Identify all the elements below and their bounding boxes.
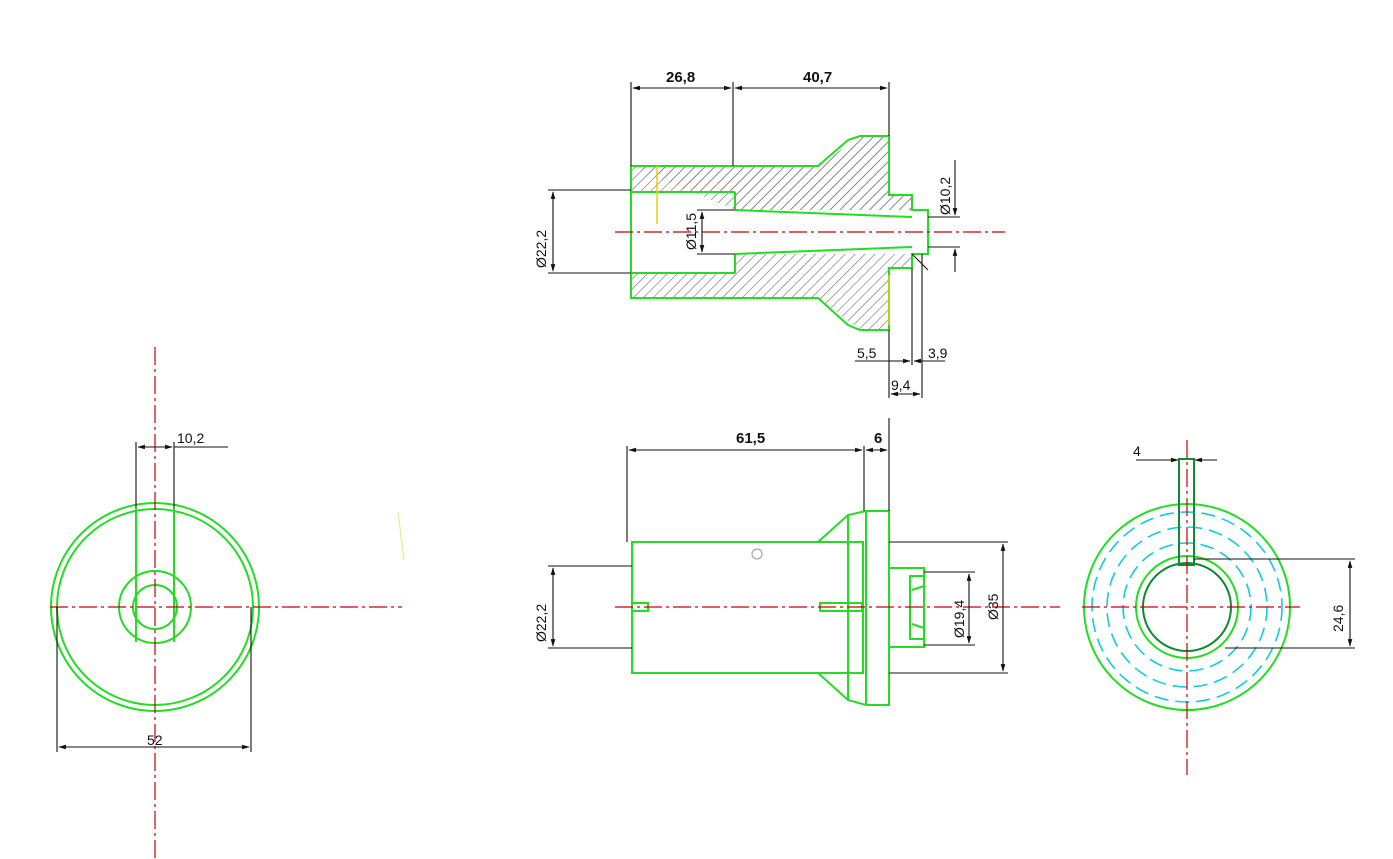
- dim-text-52: 52: [147, 732, 163, 748]
- dim-text-3-9: 3,9: [928, 345, 948, 361]
- dim-text-35: Ø35: [985, 593, 1001, 620]
- dim-text-4: 4: [1133, 443, 1141, 459]
- dim-text-6: 6: [874, 430, 882, 447]
- section-taper-top: [734, 209, 913, 218]
- dim-text-22-2-section: Ø22,2: [533, 230, 549, 268]
- dim-text-9-4: 9,4: [891, 377, 911, 393]
- dim-text-22-2-front: Ø22,2: [533, 604, 549, 642]
- section-taper-bottom: [734, 246, 913, 255]
- dim-text-10-2-left: 10,2: [177, 430, 204, 446]
- section-view: 26,8 40,7 Ø22,2 Ø11,5 Ø10,2 5,5 3,9 9,4: [533, 69, 1005, 398]
- left-side-view: 10,2 52: [50, 347, 405, 859]
- dim-text-26-8: 26,8: [666, 69, 695, 86]
- front-view: 61,5 6 Ø22,2 Ø19,4 Ø35: [533, 418, 1060, 706]
- front-marker-circle: [751, 548, 763, 560]
- dim-text-10-2-tip: Ø10,2: [937, 177, 953, 215]
- section-hatch-upper: [631, 136, 912, 210]
- section-outline-upper: [630, 135, 929, 331]
- dim-text-5-5: 5,5: [857, 345, 877, 361]
- dim-text-11-5: Ø11,5: [683, 213, 699, 250]
- dim-text-24-6: 24,6: [1330, 605, 1346, 632]
- section-hatch-lower: [631, 254, 912, 330]
- dim-text-40-7: 40,7: [803, 69, 832, 86]
- right-side-view: 4 24,6: [1082, 440, 1355, 775]
- dim-text-19-4: Ø19,4: [951, 600, 967, 638]
- left-accent-mark: [397, 511, 405, 561]
- front-flange: [817, 510, 890, 706]
- dim-text-61-5: 61,5: [736, 430, 765, 447]
